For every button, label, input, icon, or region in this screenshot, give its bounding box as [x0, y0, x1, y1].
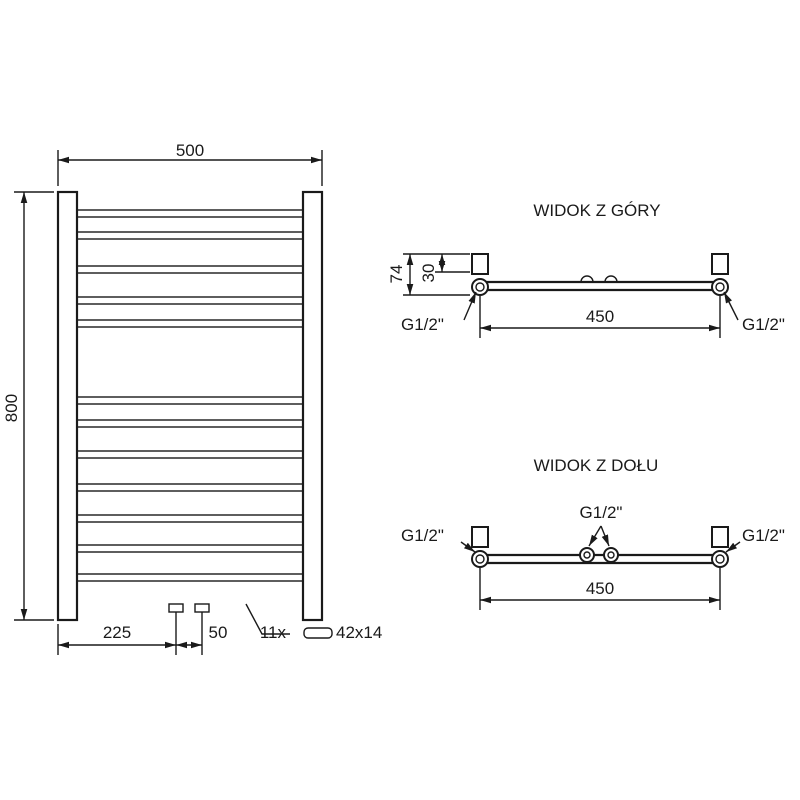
bottom-view: WIDOK Z DOŁU G1/2" G1/2" G1/2" 450 [401, 456, 785, 610]
connection-nipple-right [194, 603, 210, 613]
tube [76, 319, 304, 328]
center-connection-left [579, 547, 595, 563]
tube [76, 544, 304, 553]
bottom-left-valve-body [471, 526, 489, 548]
right-valve-body [711, 253, 729, 275]
width-label: 500 [176, 141, 204, 160]
horizontal-tubes [76, 209, 304, 582]
spacing-left-label: 225 [103, 623, 131, 642]
tube [76, 265, 304, 274]
bottom-right-valve-body [711, 526, 729, 548]
right-collector [301, 190, 324, 622]
tube [76, 296, 304, 305]
spacing-pipe-label: 50 [209, 623, 228, 642]
center-connection-right [603, 547, 619, 563]
tube [76, 573, 304, 582]
top-spacing-label: 450 [586, 307, 614, 326]
top-connection-left-label: G1/2" [401, 315, 444, 334]
tube [76, 514, 304, 523]
bottom-left-collector-circle [471, 550, 489, 568]
tube-size-label: 42x14 [336, 623, 382, 642]
tube [76, 419, 304, 428]
tube [76, 396, 304, 405]
bottom-connection-center-label: G1/2" [580, 503, 623, 522]
offset-label: 30 [419, 264, 438, 283]
connection-nipple-left [168, 603, 184, 613]
bottom-view-title: WIDOK Z DOŁU [534, 456, 659, 475]
right-collector-circle [711, 278, 729, 296]
bottom-spacing-label: 450 [586, 579, 614, 598]
tube-profile-icon [303, 627, 333, 639]
center-nipple-right [604, 275, 618, 283]
front-view: 500 800 225 50 11x 42x14 [2, 141, 382, 655]
height-label: 800 [2, 394, 21, 422]
left-collector [56, 190, 79, 622]
depth-label: 74 [387, 265, 406, 284]
bottom-connection-right-label: G1/2" [742, 526, 785, 545]
tube [76, 231, 304, 240]
top-view: WIDOK Z GÓRY 74 30 450 G1/2" G1/2" [387, 201, 785, 338]
left-valve-body [471, 253, 489, 275]
tube [76, 450, 304, 459]
left-collector-circle [471, 278, 489, 296]
tube [76, 483, 304, 492]
top-view-title: WIDOK Z GÓRY [533, 201, 660, 220]
tube-leader-line [245, 603, 290, 635]
bottom-connection-left-label: G1/2" [401, 526, 444, 545]
bottom-right-collector-circle [711, 550, 729, 568]
tube [76, 209, 304, 218]
tube-count-label: 11x [260, 623, 287, 642]
top-connection-right-label: G1/2" [742, 315, 785, 334]
center-nipple-left [580, 275, 594, 283]
